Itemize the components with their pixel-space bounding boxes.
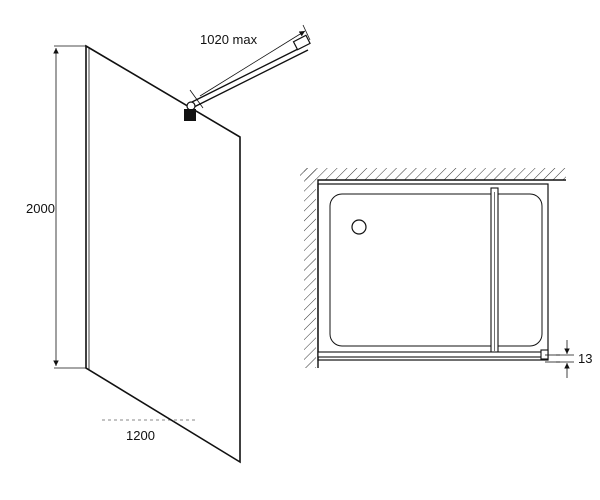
- plan-panel-end: [540, 349, 549, 360]
- wall-outline: [317, 179, 566, 368]
- profile-dimension: 13: [556, 340, 592, 378]
- plan-view: 13: [300, 168, 592, 378]
- width-label: 1200: [126, 428, 155, 443]
- shower-tray-inner: [329, 193, 543, 347]
- stabiliser-arm: [184, 34, 311, 121]
- arm-max-label: 1020 max: [200, 32, 258, 47]
- height-label: 2000: [26, 201, 55, 216]
- glass-panel: [85, 44, 241, 464]
- plan-glass-panel: [317, 351, 546, 358]
- shower-tray-outer: [317, 183, 549, 361]
- wall-top-hatch: [300, 168, 566, 180]
- width-dimension: 1200: [102, 419, 196, 443]
- glass-panel-view: 1020 max 2000 1200: [26, 24, 311, 464]
- arm-dimension: 1020 max: [189, 24, 311, 109]
- drain-icon: [351, 219, 367, 235]
- height-dimension: 2000: [26, 45, 86, 369]
- wall-left-hatch: [304, 168, 316, 368]
- profile-label: 13: [578, 351, 592, 366]
